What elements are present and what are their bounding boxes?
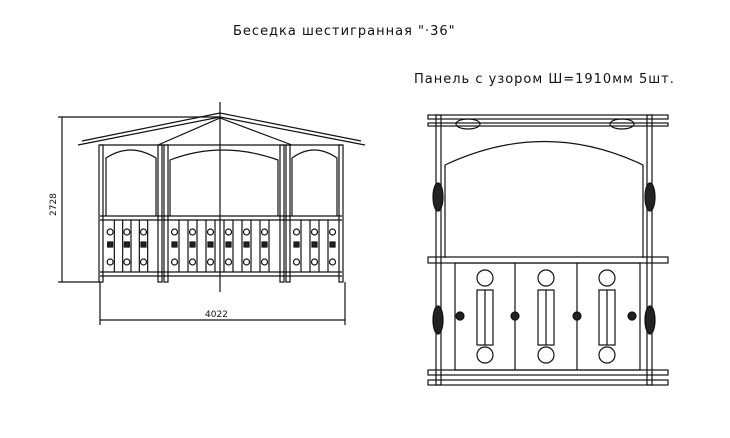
rosette-ornament	[455, 311, 465, 321]
scroll-ornament	[242, 228, 251, 236]
scroll-ornament	[188, 228, 197, 236]
ornament-block	[261, 241, 268, 248]
scroll-ornament	[106, 228, 114, 236]
roof	[77, 102, 366, 292]
panel-caption: Панель с узором Ш=1910мм 5шт.	[414, 72, 675, 87]
ornament-block	[225, 241, 232, 248]
ornament-block	[207, 241, 214, 248]
railing-bars	[106, 220, 337, 272]
side-scroll-ornament	[644, 182, 656, 212]
height-dimension-label: 2728	[49, 193, 59, 216]
scroll-ornament	[598, 346, 616, 364]
width-dimension-label: 4022	[205, 310, 228, 320]
scroll-ornament	[188, 258, 197, 266]
scroll-ornament	[598, 269, 616, 287]
top-scroll-ornament	[455, 118, 481, 130]
rosette-ornament	[627, 311, 637, 321]
ornament-block	[171, 241, 178, 248]
ornament-block	[189, 241, 196, 248]
scroll-ornament	[328, 228, 337, 236]
scroll-ornament	[260, 228, 269, 236]
scroll-ornament	[206, 228, 215, 236]
drawing-title: Беседка шестигранная "·36"	[233, 24, 456, 39]
scroll-ornament	[328, 258, 337, 266]
side-scroll-ornament	[644, 305, 656, 335]
height-dimension	[58, 116, 220, 283]
scroll-ornament	[292, 258, 301, 266]
scroll-ornament	[123, 258, 131, 266]
top-scroll-ornament	[609, 118, 635, 130]
scroll-ornament	[106, 258, 114, 266]
scroll-ornament	[537, 346, 555, 364]
side-scroll-ornament	[432, 305, 444, 335]
scroll-ornament	[170, 258, 179, 266]
scroll-ornament	[139, 228, 148, 236]
scroll-ornament	[537, 269, 555, 287]
scroll-ornament	[242, 258, 251, 266]
scroll-ornament	[170, 228, 179, 236]
ornament-block	[311, 241, 318, 248]
rosette-ornament	[572, 311, 582, 321]
scroll-ornament	[224, 228, 233, 236]
scroll-ornament	[260, 258, 269, 266]
ornament-block	[107, 241, 114, 248]
scroll-ornament	[206, 258, 215, 266]
side-scroll-ornament	[432, 182, 444, 212]
rosette-ornament	[510, 311, 520, 321]
ornamental-panel-view	[427, 114, 669, 386]
ornament-block	[243, 241, 250, 248]
ornament-block	[140, 241, 147, 248]
ornament-block	[123, 241, 130, 248]
scroll-ornament	[310, 258, 319, 266]
scroll-ornament	[224, 258, 233, 266]
scroll-ornament	[310, 228, 319, 236]
scroll-ornament	[139, 258, 148, 266]
ornament-block	[329, 241, 336, 248]
posts	[98, 144, 344, 283]
scroll-ornament	[292, 228, 301, 236]
ornament-block	[293, 241, 300, 248]
scroll-ornament	[123, 228, 131, 236]
width-dimension	[99, 282, 346, 325]
scroll-ornament	[476, 269, 494, 287]
scroll-ornament	[476, 346, 494, 364]
